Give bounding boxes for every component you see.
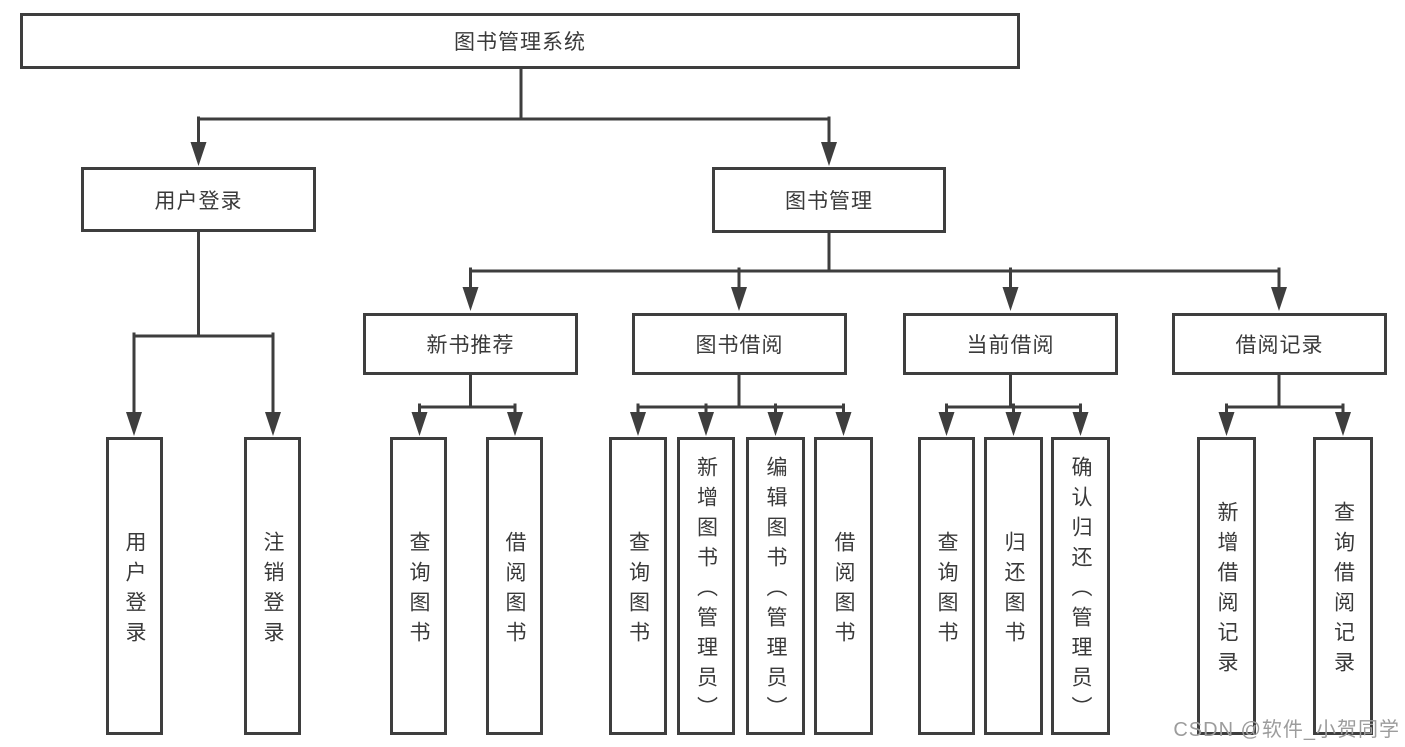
node-book-borrowing: 图书借阅 [632, 313, 847, 375]
node-current-borrowing: 当前借阅 [903, 313, 1118, 375]
leaf-query-books-recommend: 查询图书 [390, 437, 447, 735]
node-system-root: 图书管理系统 [20, 13, 1020, 69]
leaf-logout: 注销登录 [244, 437, 301, 735]
leaf-query-books-current: 查询图书 [918, 437, 975, 735]
csdn-watermark: CSDN @软件_小贺同学 [1173, 719, 1400, 741]
node-new-book-recommendation: 新书推荐 [363, 313, 578, 375]
leaf-borrow-books-borrowing: 借阅图书 [814, 437, 873, 735]
node-user-login: 用户登录 [81, 167, 316, 232]
leaf-borrow-books-recommend: 借阅图书 [486, 437, 543, 735]
leaf-return-books: 归还图书 [984, 437, 1043, 735]
leaf-user-login: 用户登录 [106, 437, 163, 735]
leaf-confirm-return-admin: 确认归还（管理员） [1051, 437, 1110, 735]
node-borrowing-records: 借阅记录 [1172, 313, 1387, 375]
leaf-add-borrow-record: 新增借阅记录 [1197, 437, 1256, 735]
arrowheads [126, 142, 1351, 436]
leaf-add-book-admin: 新增图书（管理员） [677, 437, 735, 735]
leaf-edit-book-admin: 编辑图书（管理员） [746, 437, 805, 735]
leaf-query-borrow-record: 查询借阅记录 [1313, 437, 1373, 735]
node-book-management: 图书管理 [712, 167, 946, 233]
leaf-query-books-borrowing: 查询图书 [609, 437, 667, 735]
